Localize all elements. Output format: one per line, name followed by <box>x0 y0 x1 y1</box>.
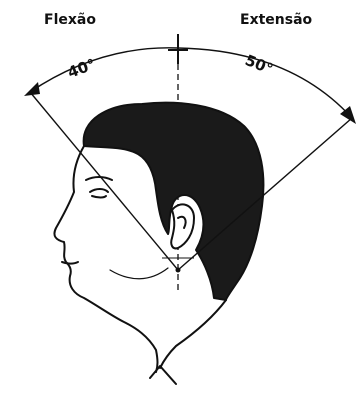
flexion-label: Flexão <box>44 12 96 28</box>
extension-angle-label: 50° <box>243 51 276 78</box>
flexion-arc <box>30 48 178 92</box>
extension-label: Extensão <box>240 12 313 28</box>
pivot-point <box>176 268 181 273</box>
flexion-angle-label: 40° <box>65 55 98 82</box>
head-profile-illustration <box>54 103 263 384</box>
